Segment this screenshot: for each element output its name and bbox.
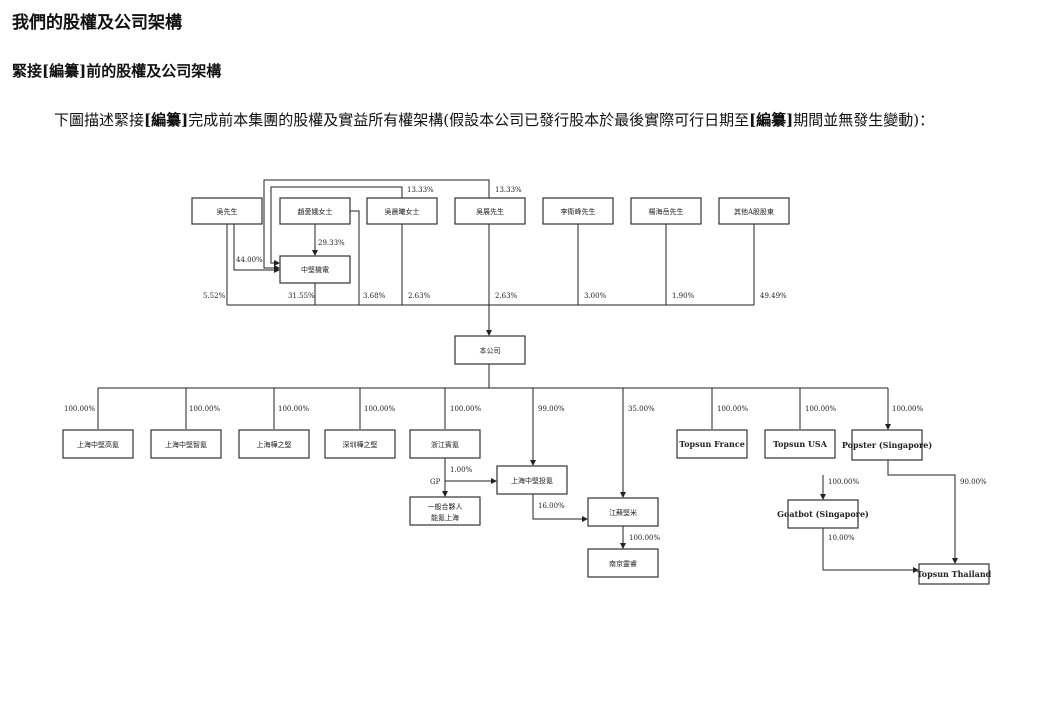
- box-label: 吳晨曦女士: [385, 207, 420, 216]
- diagram-label: Popster (Singapore): [842, 440, 932, 450]
- diagram-label: 100.00%: [805, 405, 836, 413]
- subsidiary-boxes: 上海中堅高氪 上海中堅智氪 上海樺之堅 深圳樺之堅 浙江賓氪 Topsun Fr…: [62, 429, 992, 585]
- diagram-label: Topsun Thailand: [917, 569, 992, 579]
- page-heading: 我們的股權及公司架構: [12, 13, 182, 33]
- diagram-label: 3.00%: [584, 292, 607, 300]
- diagram-label: 49.49%: [760, 292, 787, 300]
- diagram-label: 上海中堅高氪: [77, 440, 119, 449]
- diagram-label: 深圳樺之堅: [343, 440, 378, 449]
- diagram-label: 上海樺之堅: [257, 440, 292, 449]
- diagram-label: Topsun USA: [773, 439, 828, 449]
- diagram-label: Goatbot (Singapore): [777, 509, 869, 519]
- diagram-label: 2.63%: [495, 292, 518, 300]
- connector-lines: [97, 179, 958, 573]
- box-label: 其他A股股東: [734, 207, 774, 216]
- redacted: [編纂]: [749, 111, 794, 129]
- diagram-label: 100.00%: [717, 405, 748, 413]
- diagram-label: 90.00%: [960, 478, 987, 486]
- box-label: 楊海岳先生: [649, 207, 684, 216]
- box-label: 吳先生: [217, 207, 238, 216]
- diagram-label: 上海中堅投氪: [511, 476, 553, 485]
- diagram-label: 100.00%: [189, 405, 220, 413]
- diagram-label: 100.00%: [828, 478, 859, 486]
- redacted: [編纂]: [144, 111, 189, 129]
- diagram-label: 31.55%: [288, 292, 315, 300]
- description-paragraph: 下圖描述緊接[編纂]完成前本集團的股權及實益所有權架構(假設本公司已發行股本於最…: [12, 106, 1044, 134]
- diagram-label: 100.00%: [364, 405, 395, 413]
- diagram-label: 100.00%: [892, 405, 923, 413]
- box-label: 中堅機電: [301, 265, 329, 274]
- diagram-label: 100.00%: [278, 405, 309, 413]
- diagram-label: 1.90%: [672, 292, 695, 300]
- box-label: 李衛峰先生: [561, 207, 596, 216]
- diagram-label: 江蘇堅米: [609, 508, 637, 517]
- diagram-label: 1.00%: [450, 466, 473, 474]
- diagram-label: 3.68%: [363, 292, 386, 300]
- diagram-label: 29.33%: [318, 239, 345, 247]
- diagram-label: 一般合夥人: [428, 502, 463, 511]
- diagram-label: Topsun France: [679, 439, 745, 449]
- diagram-label: 5.52%: [203, 292, 226, 300]
- diagram-label: 浙江賓氪: [431, 440, 459, 449]
- diagram-label: 10.00%: [828, 534, 855, 542]
- box-label: 本公司: [480, 346, 501, 355]
- shareholder-boxes: 吳先生 趙愛娥女士 吳晨曦女士 吳展先生 李衛峰先生 楊海岳先生 其他A股股東 …: [191, 197, 790, 365]
- diagram-label: GP: [430, 478, 441, 486]
- diagram-label: 上海中堅智氪: [165, 440, 207, 449]
- diagram-label: 100.00%: [450, 405, 481, 413]
- diagram-label: 13.33%: [495, 186, 522, 194]
- diagram-label: 2.63%: [408, 292, 431, 300]
- diagram-label: 99.00%: [538, 405, 565, 413]
- diagram-label: 13.33%: [407, 186, 434, 194]
- diagram-label: 16.00%: [538, 502, 565, 510]
- box-label: 趙愛娥女士: [298, 207, 333, 216]
- diagram-label: 100.00%: [629, 534, 660, 542]
- text: 期間並無發生變動)：: [793, 111, 935, 129]
- diagram-label: 南京靈睿: [609, 559, 637, 568]
- diagram-label: 35.00%: [628, 405, 655, 413]
- text: 下圖描述緊接: [54, 111, 145, 129]
- diagram-label: 100.00%: [64, 405, 95, 413]
- text: 完成前本集團的股權及實益所有權架構(假設本公司已發行股本於最後實際可行日期至: [188, 111, 750, 129]
- diagram-label: 44.00%: [236, 256, 263, 264]
- diagram-label: 能氪上海: [431, 513, 459, 522]
- upper-percentages: 13.33% 13.33% 44.00% 29.33% 5.52% 31.55%…: [203, 186, 787, 300]
- box-label: 吳展先生: [476, 207, 504, 216]
- lower-percentages: 100.00% 100.00% 100.00% 100.00% 100.00% …: [64, 405, 987, 542]
- section-heading: 緊接[編纂]前的股權及公司架構: [12, 62, 222, 80]
